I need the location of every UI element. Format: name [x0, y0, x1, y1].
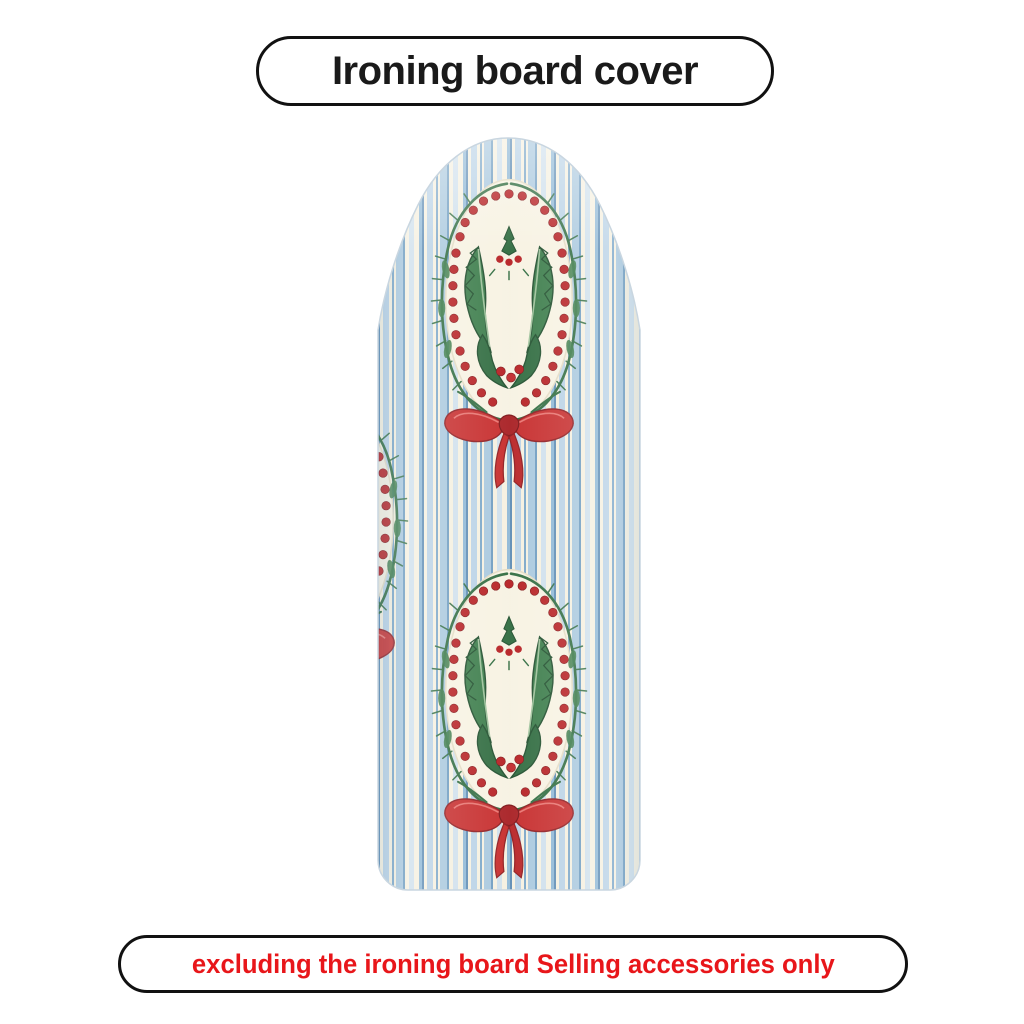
disclaimer-banner: excluding the ironing board Selling acce…	[118, 935, 908, 993]
page-title: Ironing board cover	[331, 48, 699, 93]
title-banner: Ironing board cover	[256, 36, 774, 106]
board-pattern-area	[378, 138, 640, 890]
board-outline	[377, 137, 641, 891]
disclaimer-text: excluding the ironing board Selling acce…	[191, 948, 835, 979]
fabric-shading	[378, 138, 640, 890]
